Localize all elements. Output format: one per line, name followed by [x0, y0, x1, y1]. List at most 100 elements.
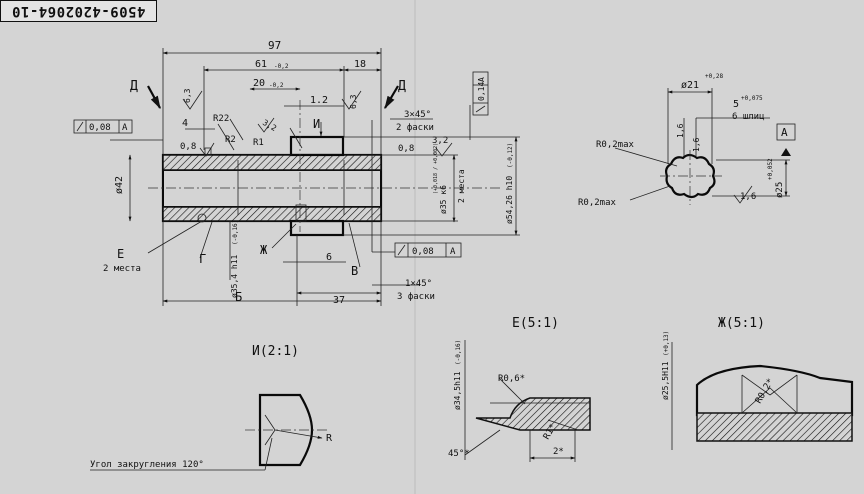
spline-leader-r02-bottom — [629, 185, 671, 201]
spline-roughness-16a: 1,6 — [676, 123, 685, 138]
spline-dim-5-tol: +0,075 — [741, 95, 763, 102]
drawing-number-box: 4509-4202064-10 — [0, 0, 157, 22]
tolerance-frame-left — [73, 119, 133, 134]
detail-i-radius: R — [326, 433, 333, 444]
section-label-e: Е — [117, 247, 124, 261]
detail-i-edge-2 — [264, 429, 276, 446]
detail-i-title: И(2:1) — [252, 344, 299, 359]
dim-1-2: 1.2 — [310, 95, 328, 106]
detail-e-dia-tol: (-0,16) — [455, 340, 462, 365]
tolerance-frame-bottom — [394, 242, 462, 258]
spline-datum-label: А — [781, 126, 788, 139]
detail-zh-dia-tol: (+0,13) — [663, 331, 670, 356]
roughness-32-right: 3,2 — [432, 136, 448, 146]
detail-zh-labels: Ж(5:1) ø25,5H11 (+0,13) R0,2* — [661, 316, 776, 406]
dim-dia35k6-tol: (+0,018 / +0,002) — [433, 143, 439, 194]
detail-i — [90, 393, 330, 471]
tolerance-frame-vertical — [472, 71, 489, 116]
roughness-63-left: 6,3 — [183, 88, 192, 103]
chamfer-3x45-note: 2 фаски — [396, 123, 434, 133]
section-label-g: Г — [199, 252, 206, 266]
bore — [164, 171, 380, 206]
detail-zh — [671, 342, 854, 450]
leader-r1 — [289, 127, 303, 149]
spline-r02-top: R0,2max — [596, 140, 635, 150]
tol-frame-vertical-value: 0,14 — [477, 82, 486, 101]
detail-zh-dia: ø25,5H11 — [661, 361, 670, 400]
section-label-e-note: 2 места — [103, 264, 141, 274]
detail-e — [464, 340, 591, 462]
section-label-b: Б — [235, 290, 242, 304]
top-collar — [289, 135, 345, 157]
main-view — [73, 48, 520, 306]
spline-section-labels: ø21 +0,28 5 +0,075 6 шлиц R0,2max R0,2ma… — [578, 73, 788, 208]
datum-box — [776, 123, 796, 141]
section-label-v: В — [351, 264, 358, 278]
roughness-mark-top — [257, 117, 275, 133]
roughness-mark-spline — [733, 185, 753, 204]
spline-profile — [665, 153, 716, 199]
dim-dia42: ø42 — [114, 176, 125, 194]
bottom-collar — [289, 219, 345, 237]
main-view-labels: 97 61 -0,2 18 20 -0,2 1.2 4 6 37 ø42 ø35… — [89, 39, 514, 306]
dim-dia35k6: ø35 к6 — [439, 185, 448, 214]
tol-frame-vertical-datum: A — [477, 77, 486, 82]
roughness-mark-right — [341, 90, 362, 110]
detail-zh-outline — [695, 364, 854, 417]
section-label-d-right: Д — [398, 79, 406, 94]
spline-r02-bottom: R0,2max — [578, 198, 617, 208]
roughness-08-right: 0,8 — [398, 144, 414, 154]
dim-two-places-note: 2 места — [457, 169, 466, 203]
detail-i-note: Угол закругления 120° — [90, 460, 204, 470]
roughness-mark-left — [182, 90, 203, 110]
spline-slots-note: 6 шлиц — [732, 112, 765, 122]
detail-i-radius-leader — [274, 429, 323, 439]
detail-e-title: Е(5:1) — [512, 316, 559, 331]
section-arrow-d-left — [147, 85, 161, 110]
chamfer-1x45: 1×45° — [405, 279, 432, 289]
radius-r22: R22 — [213, 114, 229, 124]
section-label-i: И — [313, 117, 320, 131]
dim-37: 37 — [333, 295, 345, 306]
groove-left — [204, 147, 212, 156]
dim-6: 6 — [326, 252, 332, 263]
tol-frame-left-value: 0,08 — [89, 123, 111, 133]
detail-e-hatched-wall — [475, 397, 591, 431]
dim-dia54-tol: (-0,12) — [507, 143, 514, 168]
detail-zh-r02: R0,2* — [754, 377, 776, 405]
spline-roughness-16c: 1,6 — [740, 192, 756, 202]
dim-61: 61 — [255, 59, 267, 70]
roughness-63-right: 6,3 — [349, 94, 358, 109]
detail-zh-drill-point — [741, 387, 798, 414]
leader-r2 — [229, 118, 244, 141]
leader-e — [147, 220, 203, 254]
chamfer-3x45: 3×45° — [404, 110, 431, 120]
section-hatch-top — [162, 154, 382, 171]
section-label-d-left: Д — [130, 79, 138, 94]
spline-dia25-tol: +0,052 — [767, 158, 774, 180]
spline-dia25: ø25 — [775, 182, 785, 198]
radius-r1: R1 — [253, 138, 264, 148]
dim-20-tol: -0,2 — [269, 82, 284, 89]
leader-zh — [271, 223, 297, 249]
detail-zh-line-b — [769, 374, 798, 396]
dim-97: 97 — [268, 39, 281, 52]
dim-61-tol: -0,2 — [274, 63, 289, 70]
dim-dia54: ø54,26 h10 — [505, 176, 514, 224]
dim-dia35-4: ø35,4 h11 — [230, 254, 239, 298]
leader-r22 — [217, 123, 235, 151]
spline-section — [614, 88, 796, 205]
roughness-08-left: 0,8 — [180, 142, 196, 152]
tol-frame-bottom-value: 0,08 — [412, 247, 434, 257]
radius-r2: R2 — [225, 135, 236, 145]
section-label-zh: Ж — [260, 243, 268, 257]
tol-frame-left-datum: A — [122, 123, 128, 133]
dim-20: 20 — [253, 78, 265, 89]
spline-dia21: ø21 — [681, 80, 699, 91]
tol-frame-bottom-datum: A — [450, 247, 456, 257]
detail-i-labels: И(2:1) R Угол закругления 120° — [90, 344, 333, 470]
detail-zh-title: Ж(5:1) — [718, 316, 765, 331]
detail-e-r1-leader — [547, 419, 579, 431]
